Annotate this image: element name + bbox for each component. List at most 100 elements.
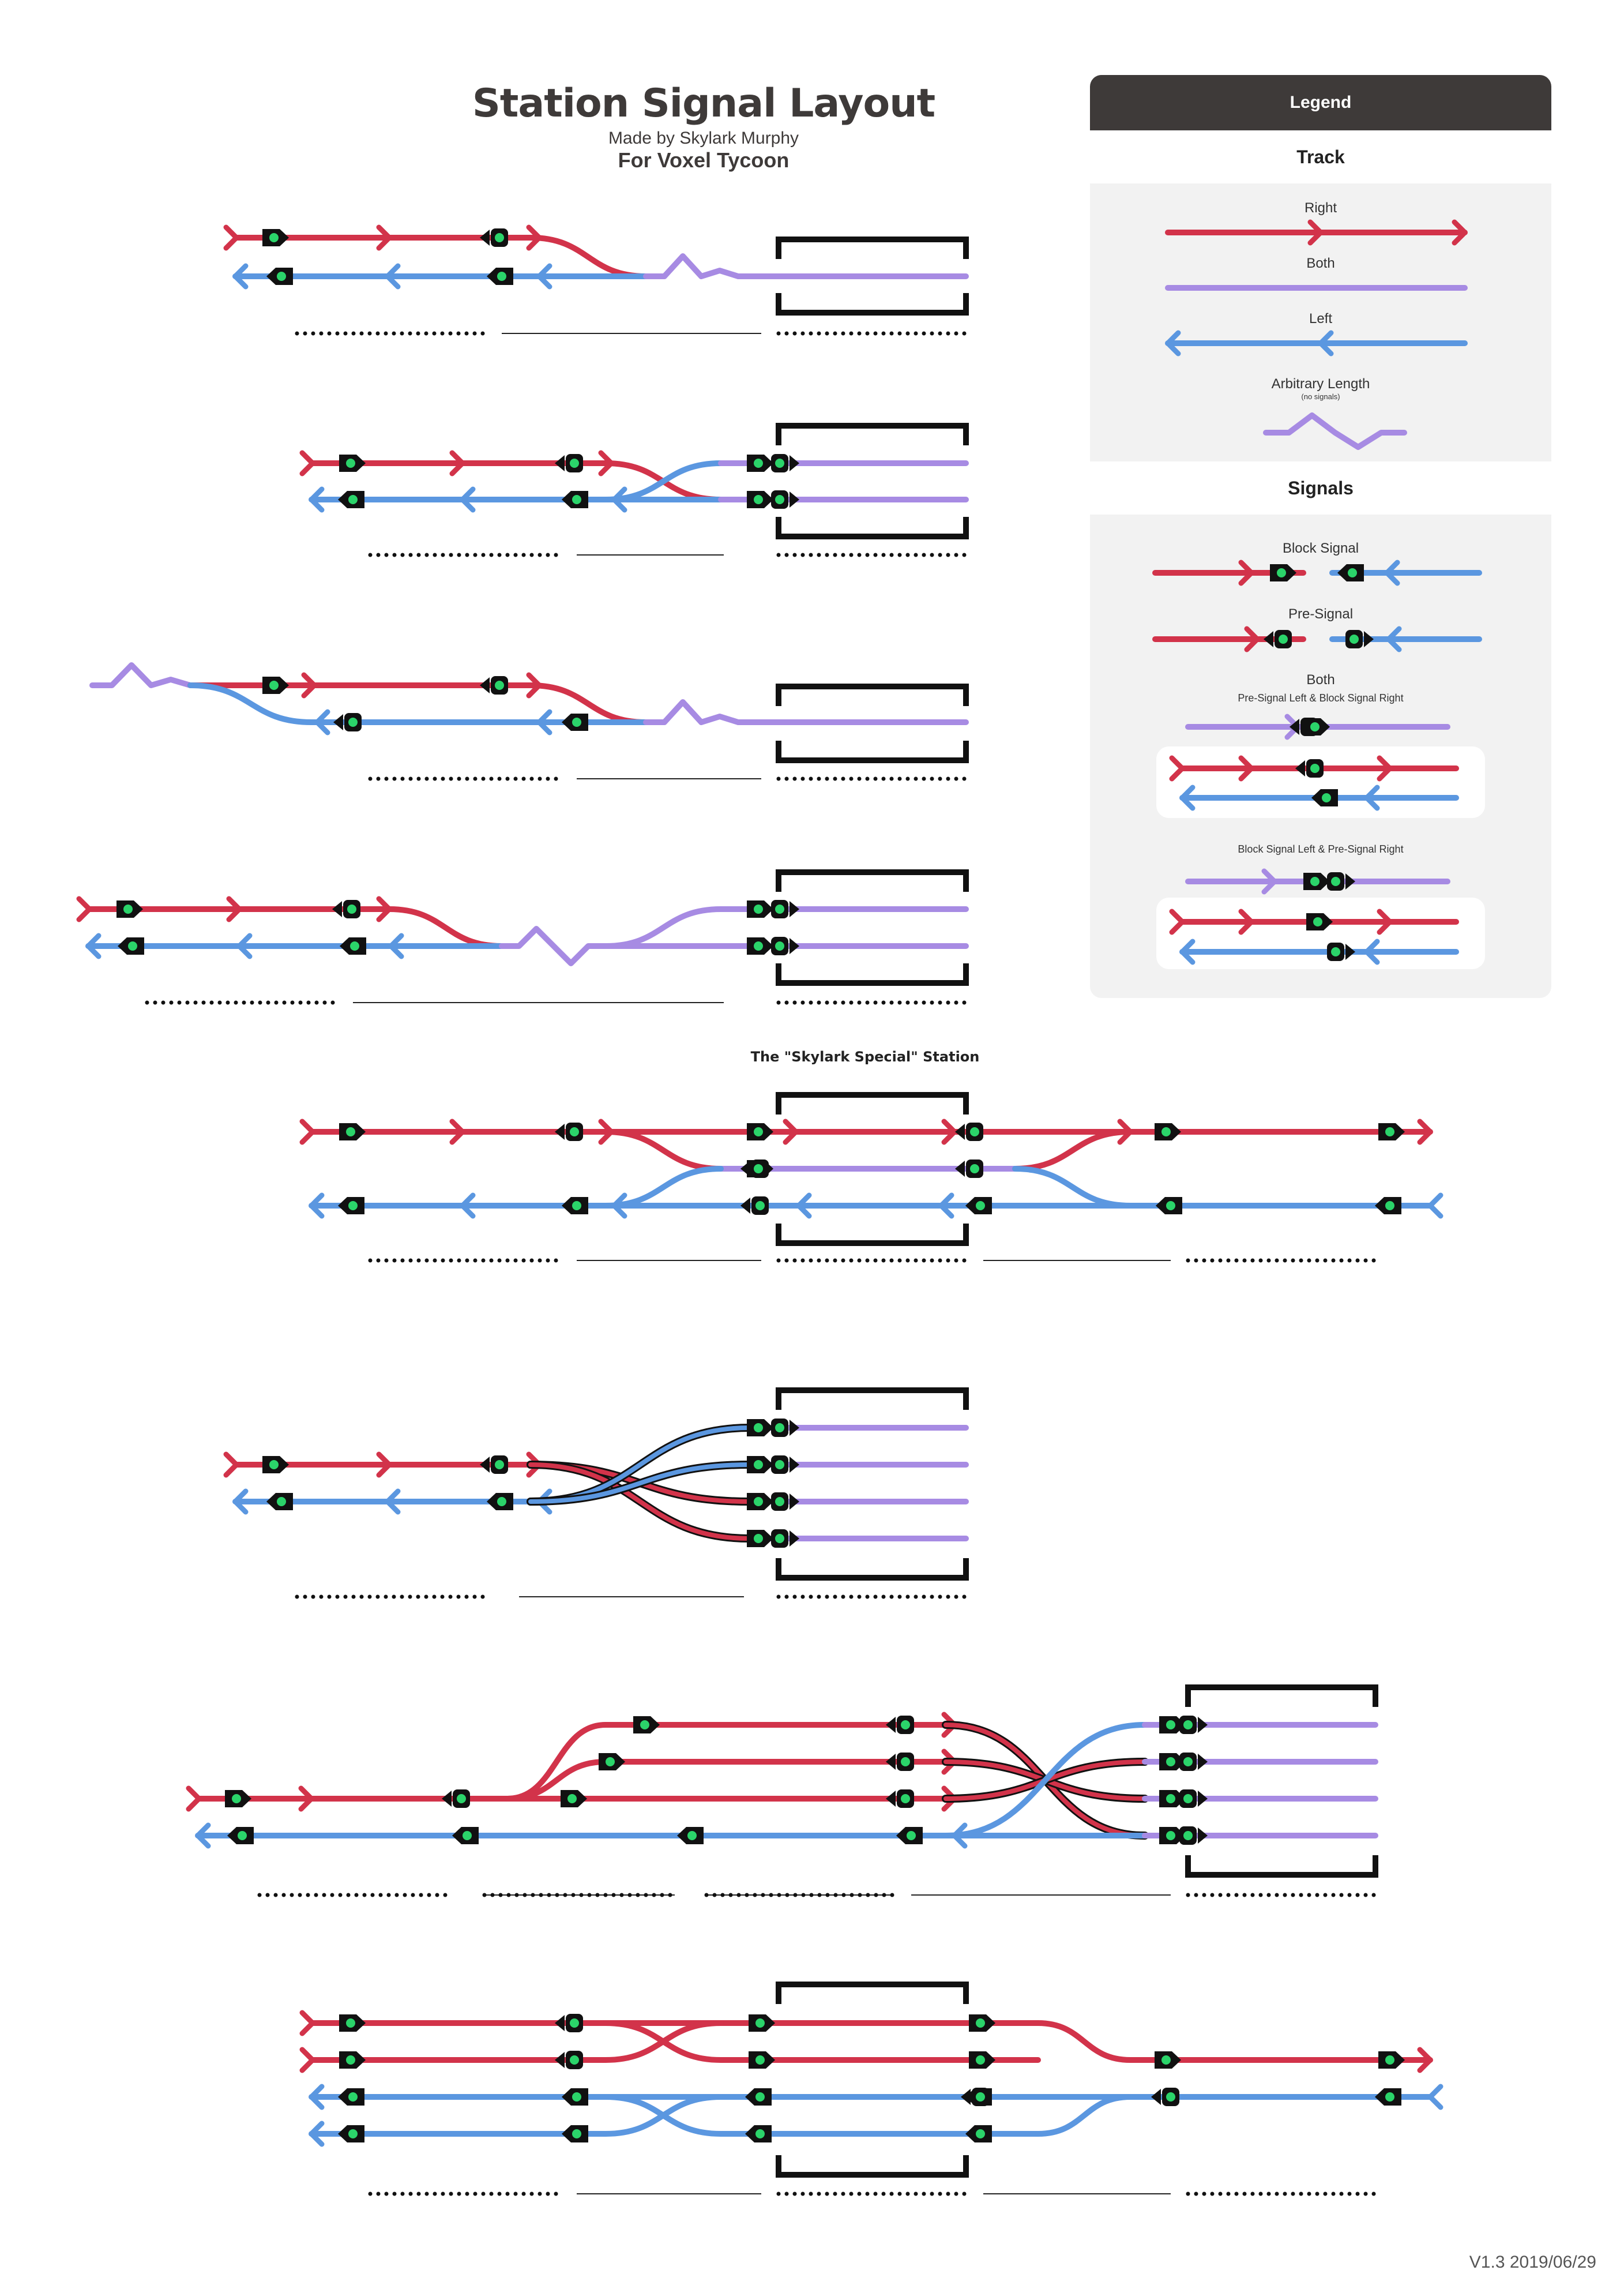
direction-chevron <box>526 224 542 251</box>
title-block: Station Signal Layout Made by Skylark Mu… <box>404 81 1003 172</box>
platform-bottom <box>776 741 969 763</box>
signal-light <box>1313 917 1322 926</box>
signal-light <box>1348 568 1357 577</box>
arbitrary-length-zigzag <box>89 662 193 688</box>
signal-light <box>970 1127 979 1136</box>
signal-light <box>277 1497 286 1506</box>
right-crossover <box>528 1462 752 1541</box>
signal-light <box>1349 635 1359 644</box>
signal-light <box>348 495 358 504</box>
direction-chevron <box>460 1192 476 1219</box>
signal-light <box>1183 1720 1193 1729</box>
signal-light <box>238 1831 247 1840</box>
signal-light <box>269 233 279 242</box>
pre-signal-tab <box>555 1124 565 1140</box>
signal-light <box>269 681 279 690</box>
signal-light <box>640 1720 649 1729</box>
right-crossover <box>1035 2020 1133 2063</box>
pre-signal-tab <box>333 714 343 730</box>
signal-light <box>497 1497 506 1506</box>
direction-chevron <box>1169 755 1185 782</box>
legend-pre-label: Pre-Signal <box>1288 606 1354 622</box>
signal-light <box>572 2092 581 2102</box>
pre-signal-tab <box>1364 631 1374 647</box>
pre-signal-tab <box>1345 873 1355 890</box>
game-name: For Voxel Tycoon <box>618 148 790 172</box>
direction-chevron <box>1318 330 1334 357</box>
direction-chevron <box>1244 626 1260 652</box>
signal-light <box>687 1831 697 1840</box>
pre-signal-tab <box>886 1791 896 1807</box>
signal-light <box>128 941 137 951</box>
pre-signal-tab <box>790 1530 799 1547</box>
signal-light <box>976 2018 985 2028</box>
signal-light <box>572 2129 581 2138</box>
signal-light <box>1322 793 1331 802</box>
platform-bottom <box>776 2155 969 2178</box>
direction-chevron <box>938 1192 954 1219</box>
pre-signal-tab <box>790 1457 799 1473</box>
legend-both-desc-1: Pre-Signal Left & Block Signal Right <box>1238 692 1404 704</box>
pre-signal-tab <box>480 1457 490 1473</box>
signal-light <box>754 1534 763 1543</box>
legend-track-header: Track <box>1090 130 1551 183</box>
direction-chevron <box>301 672 317 699</box>
signal-light <box>277 272 286 281</box>
direction-chevron <box>236 933 253 959</box>
platform-top <box>776 237 969 259</box>
signal-light <box>347 905 356 914</box>
direction-chevron <box>1417 1119 1433 1145</box>
platform-top <box>776 1387 969 1410</box>
signal-light <box>976 2092 985 2102</box>
pre-signal-tab <box>790 491 799 508</box>
legend-arbitrary-note: (no signals) <box>1301 392 1340 401</box>
signal-light <box>1310 764 1320 773</box>
signal-light <box>901 1794 910 1803</box>
direction-chevron <box>1377 909 1393 935</box>
right-crossover <box>1012 1129 1133 1172</box>
signal-light <box>976 1201 985 1210</box>
legend-title: Legend <box>1090 75 1551 135</box>
signal-light <box>350 941 359 951</box>
signal-light <box>775 905 784 914</box>
direction-chevron <box>449 1119 465 1145</box>
pre-signal-tab <box>790 901 799 917</box>
legend-right-label: Right <box>1304 200 1337 216</box>
signal-light <box>901 1757 910 1766</box>
signal-light <box>775 495 784 504</box>
pre-signal-tab <box>1295 760 1305 776</box>
direction-chevron <box>796 1192 812 1219</box>
pre-signal-tab <box>1198 1828 1208 1844</box>
signal-light <box>1385 2055 1394 2065</box>
direction-chevron <box>783 1119 799 1145</box>
signal-light <box>463 1831 472 1840</box>
signal-light <box>1161 1127 1171 1136</box>
pre-signal-tab <box>1290 719 1299 735</box>
direction-chevron <box>226 896 242 922</box>
signal-light <box>1385 2092 1394 2102</box>
signal-light <box>572 718 581 727</box>
platform-top <box>776 423 969 445</box>
signal-light <box>1183 1794 1193 1803</box>
platform-top <box>776 1092 969 1115</box>
signal-light <box>754 1127 763 1136</box>
signal-light <box>754 1423 763 1432</box>
signal-light <box>754 1460 763 1469</box>
direction-chevron <box>1238 909 1254 935</box>
direction-chevron <box>1386 626 1402 652</box>
direction-chevron <box>385 1488 401 1515</box>
signal-light <box>346 1127 355 1136</box>
direction-chevron <box>1364 785 1380 811</box>
signal-light <box>1279 635 1288 644</box>
pre-signal-tab <box>555 2015 565 2031</box>
pre-signal-tab <box>961 2089 971 2105</box>
signal-light <box>123 905 133 914</box>
direction-chevron <box>449 450 465 476</box>
signal-light <box>269 1460 279 1469</box>
arbitrary-length-zigzag <box>643 253 741 279</box>
left-crossover <box>528 1462 752 1504</box>
platform-top <box>776 684 969 706</box>
signal-light <box>1310 877 1320 886</box>
platform-bottom <box>776 517 969 539</box>
